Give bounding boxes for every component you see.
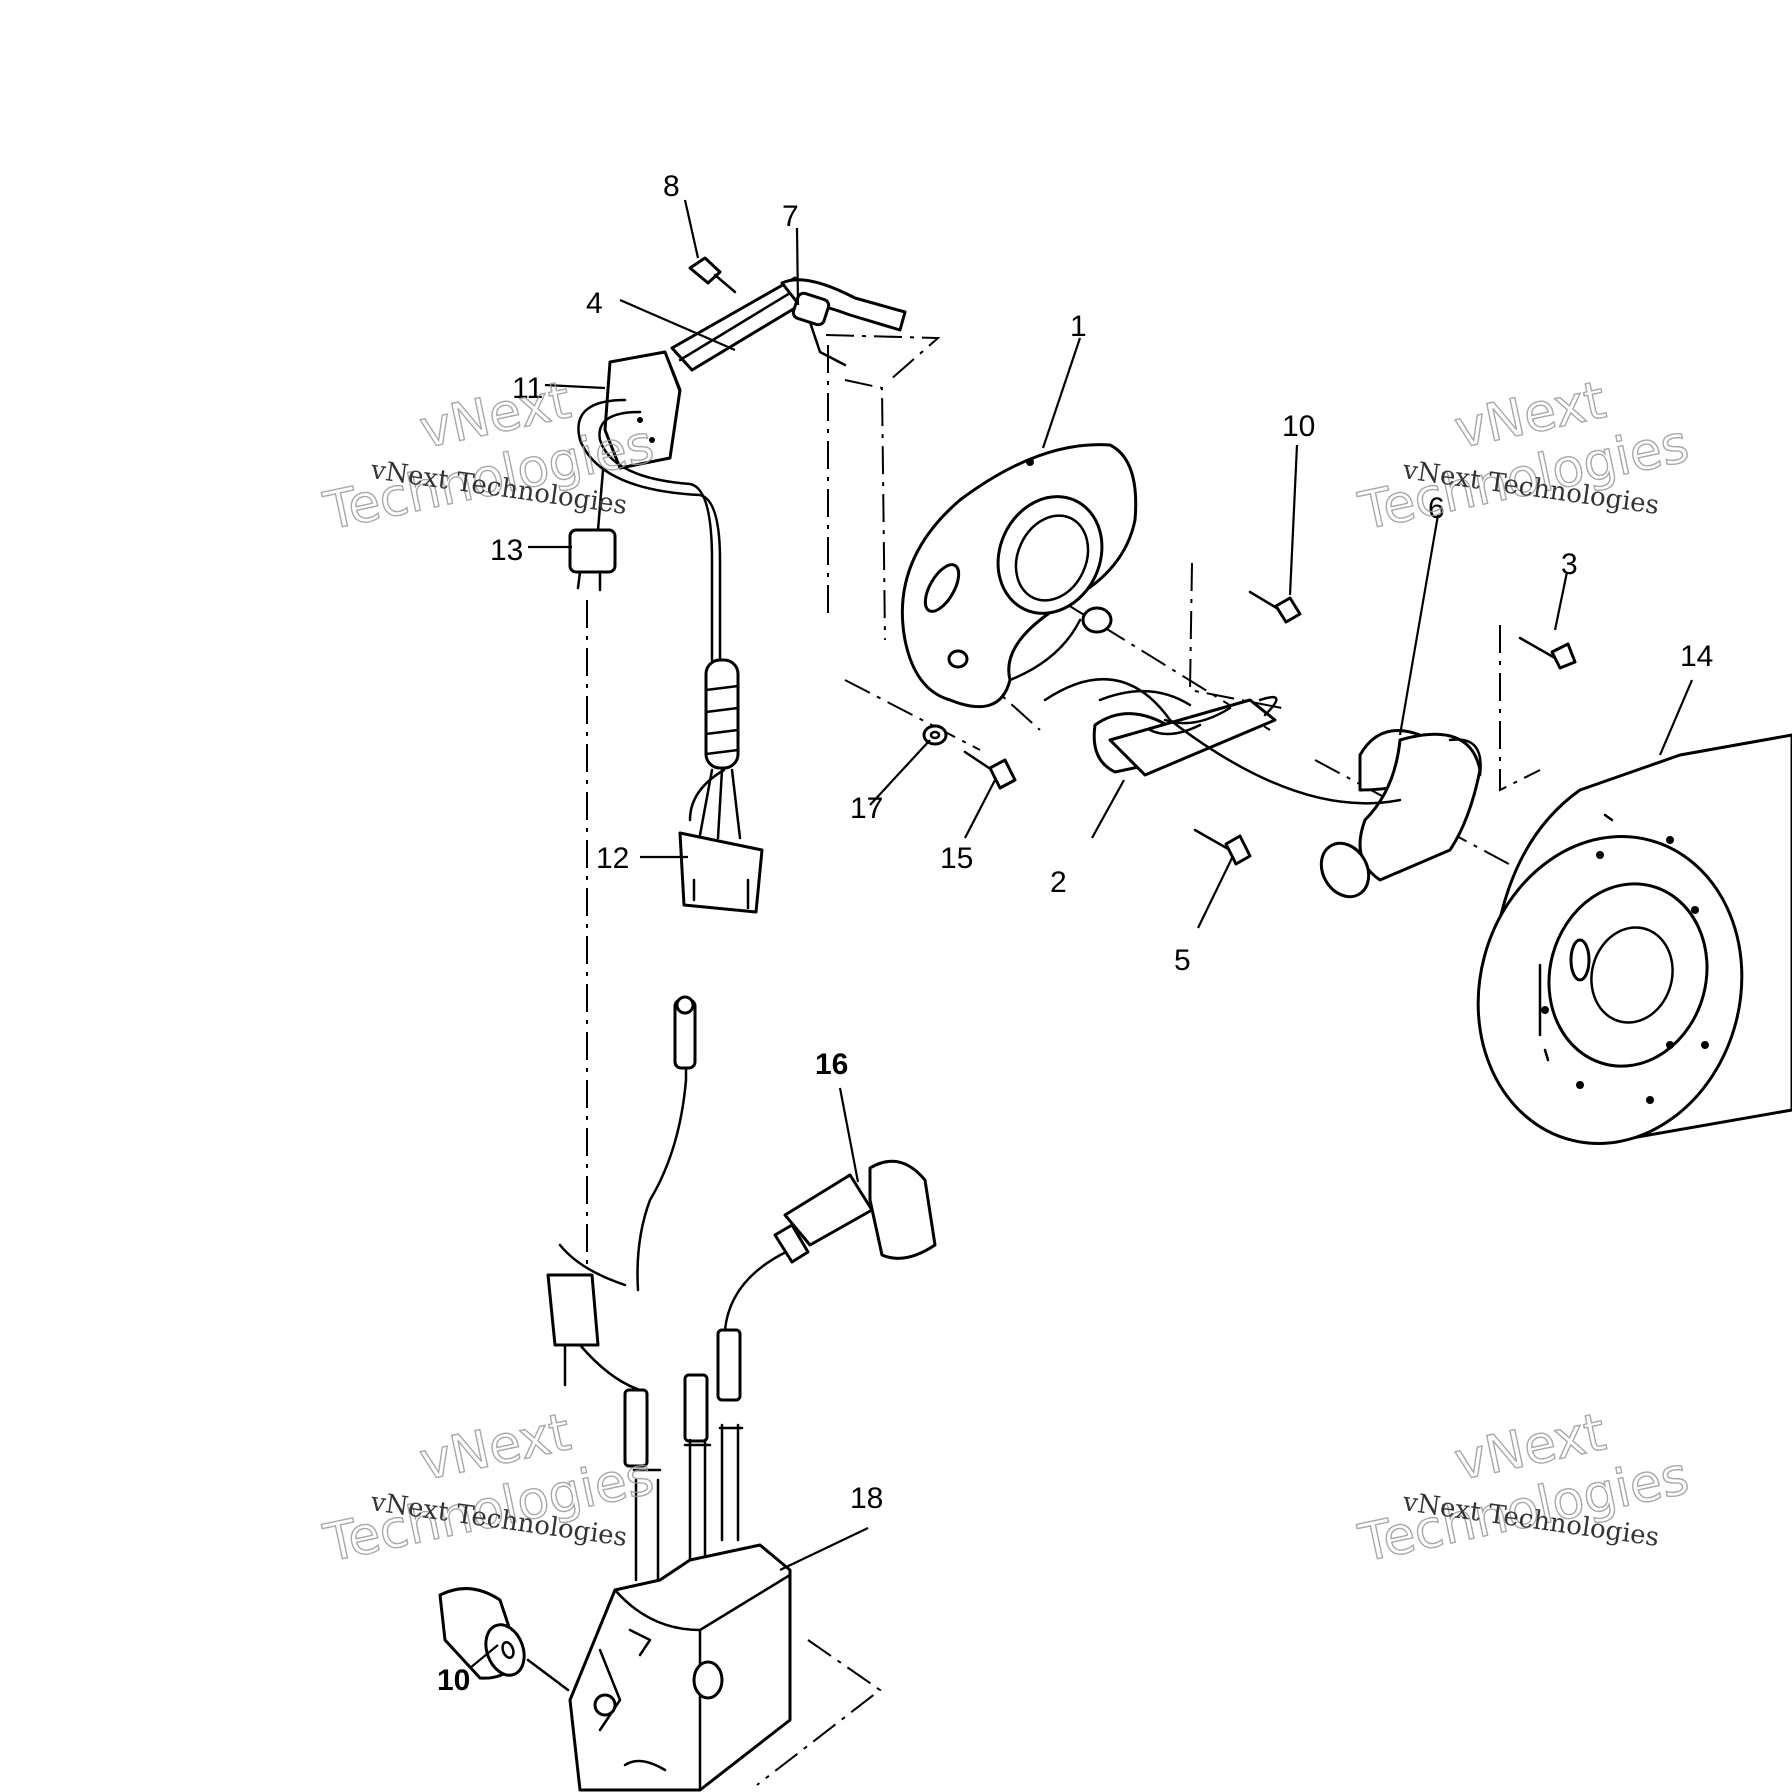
callout-16: 16 xyxy=(815,1048,848,1081)
screw-10-top xyxy=(1248,590,1302,624)
stator-plate xyxy=(900,443,1138,709)
callout-18: 18 xyxy=(850,1482,883,1515)
leader-lines xyxy=(469,199,1694,1669)
callout-6: 6 xyxy=(1428,492,1445,525)
grommet-10 xyxy=(438,1587,570,1692)
wire-harness xyxy=(568,276,907,914)
callout-1: 1 xyxy=(1070,310,1087,343)
coil-connector xyxy=(546,1273,642,1392)
callout-12: 12 xyxy=(596,842,629,875)
callout-15: 15 xyxy=(940,842,973,875)
callout-2: 2 xyxy=(1050,866,1067,899)
callout-labels: 1 2 3 4 5 6 7 8 10 10 11 12 13 14 15 16 … xyxy=(437,170,1713,1697)
callout-10-bottom: 10 xyxy=(437,1664,470,1697)
screw-3 xyxy=(1518,636,1577,670)
ignition-wire xyxy=(558,995,697,1292)
screw-5 xyxy=(1193,828,1252,866)
bullet-connector xyxy=(568,528,617,574)
callout-4: 4 xyxy=(586,287,603,320)
callout-10-top: 10 xyxy=(1282,410,1315,443)
callout-7: 7 xyxy=(782,200,799,233)
callout-17: 17 xyxy=(850,792,883,825)
screw-15 xyxy=(963,750,1017,790)
washer-17 xyxy=(922,724,948,746)
callout-5: 5 xyxy=(1174,944,1191,977)
spark-plug-cap xyxy=(723,1159,937,1332)
flywheel xyxy=(1476,733,1792,1145)
callout-3: 3 xyxy=(1561,548,1578,581)
pulser-coil xyxy=(1092,695,1278,777)
harness-clamp xyxy=(791,291,831,327)
bolt-8 xyxy=(688,256,737,294)
charging-coil xyxy=(1319,729,1482,899)
coil-leads xyxy=(623,1328,744,1582)
callout-11: 11 xyxy=(512,372,543,405)
callout-14: 14 xyxy=(1680,640,1713,673)
coil-lead xyxy=(1043,678,1402,805)
main-connector xyxy=(678,831,764,914)
ignition-coil xyxy=(568,1543,792,1792)
callout-8: 8 xyxy=(663,170,680,203)
callout-13: 13 xyxy=(490,534,523,567)
